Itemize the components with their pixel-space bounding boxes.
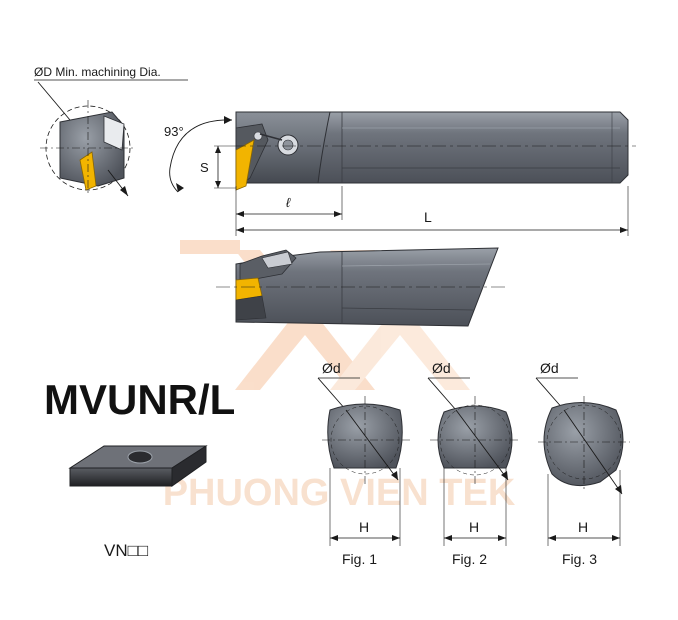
fig1-h-label: H <box>359 519 369 535</box>
insert-image <box>68 445 208 487</box>
figure-3: Ød H Fig. 3 <box>535 360 630 567</box>
fig2-d-label: Ød <box>432 360 451 376</box>
top-view: 93° S ℓ L <box>164 111 636 236</box>
fig1-caption: Fig. 1 <box>342 551 377 567</box>
l-label: L <box>424 209 432 225</box>
min-dia-label: ØD Min. machining Dia. <box>34 65 161 79</box>
angle-label: 93° <box>164 124 184 139</box>
fig3-caption: Fig. 3 <box>562 551 597 567</box>
watermark-text: PHUONG VIEN TEK <box>163 472 516 514</box>
end-view: ØD Min. machining Dia. <box>34 65 188 197</box>
fig3-h-label: H <box>578 519 588 535</box>
fig2-h-label: H <box>469 519 479 535</box>
fig1-d-label: Ød <box>322 360 341 376</box>
figure-2: Ød H Fig. 2 <box>427 360 520 567</box>
figure-1: Ød H Fig. 1 <box>317 360 410 567</box>
fig2-caption: Fig. 2 <box>452 551 487 567</box>
fig3-d-label: Ød <box>540 360 559 376</box>
insert-code: VN□□ <box>104 541 148 560</box>
model-title: MVUNR/L <box>44 376 235 423</box>
side-view <box>216 247 508 327</box>
l-small-label: ℓ <box>286 195 291 210</box>
s-label: S <box>200 160 209 175</box>
